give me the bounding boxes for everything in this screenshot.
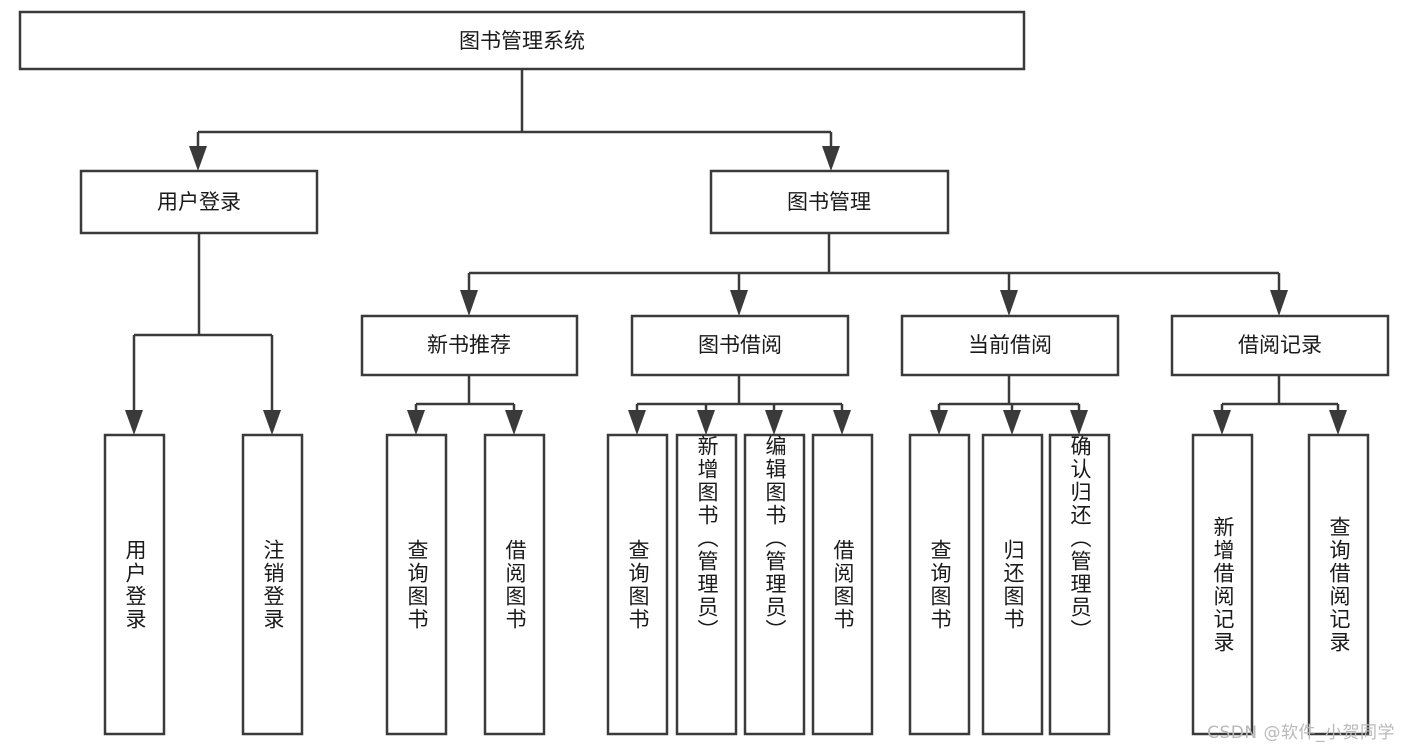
node-box-leaf-logout[interactable] [241, 433, 304, 736]
watermark-text: CSDN @软件_小贺同学 [1207, 723, 1395, 743]
connector-records-to-leaves [1213, 375, 1347, 435]
node-label-book-management: 图书管理 [787, 190, 871, 214]
node-box-leaf-query-record[interactable] [1307, 433, 1370, 736]
node-box-leaf-add-record[interactable] [1191, 433, 1254, 736]
connector-newbook-to-leaves [407, 375, 523, 435]
node-box-leaf-query-book-borrow[interactable] [606, 433, 669, 736]
node-box-borrow-records[interactable] [1170, 314, 1390, 377]
node-box-book-management[interactable] [709, 169, 950, 235]
node-box-leaf-edit-book[interactable] [743, 433, 806, 736]
node-box-leaf-query-book-rec[interactable] [385, 433, 448, 736]
node-label-user-login: 用户登录 [157, 190, 241, 214]
node-box-leaf-confirm-return[interactable] [1048, 433, 1111, 736]
node-box-leaf-borrow-book-rec[interactable] [483, 433, 546, 736]
node-label-book-borrow: 图书借阅 [698, 333, 782, 357]
node-label-new-book-recommend: 新书推荐 [427, 333, 511, 357]
node-box-leaf-borrow-book[interactable] [811, 433, 874, 736]
node-box-user-login[interactable] [79, 169, 319, 235]
connector-userlogin-to-leaves [125, 233, 281, 435]
node-label-borrow-records: 借阅记录 [1238, 333, 1322, 357]
connector-root-to-level2 [189, 69, 840, 171]
node-box-leaf-user-login[interactable] [103, 433, 166, 736]
node-box-root[interactable] [18, 10, 1026, 71]
node-label-current-borrow: 当前借阅 [968, 333, 1052, 357]
node-box-leaf-query-book-cur[interactable] [908, 433, 971, 736]
node-box-new-book-recommend[interactable] [360, 314, 579, 377]
node-box-current-borrow[interactable] [900, 314, 1120, 377]
node-box-book-borrow[interactable] [630, 314, 850, 377]
connector-bookborrow-to-leaves [628, 375, 851, 435]
node-box-leaf-return-book[interactable] [981, 433, 1044, 736]
connector-bookmgmt-to-level3 [460, 233, 1288, 316]
connector-currentborrow-to-leaves [930, 375, 1088, 435]
node-label-root: 图书管理系统 [459, 29, 585, 53]
node-box-leaf-add-book[interactable] [675, 433, 738, 736]
